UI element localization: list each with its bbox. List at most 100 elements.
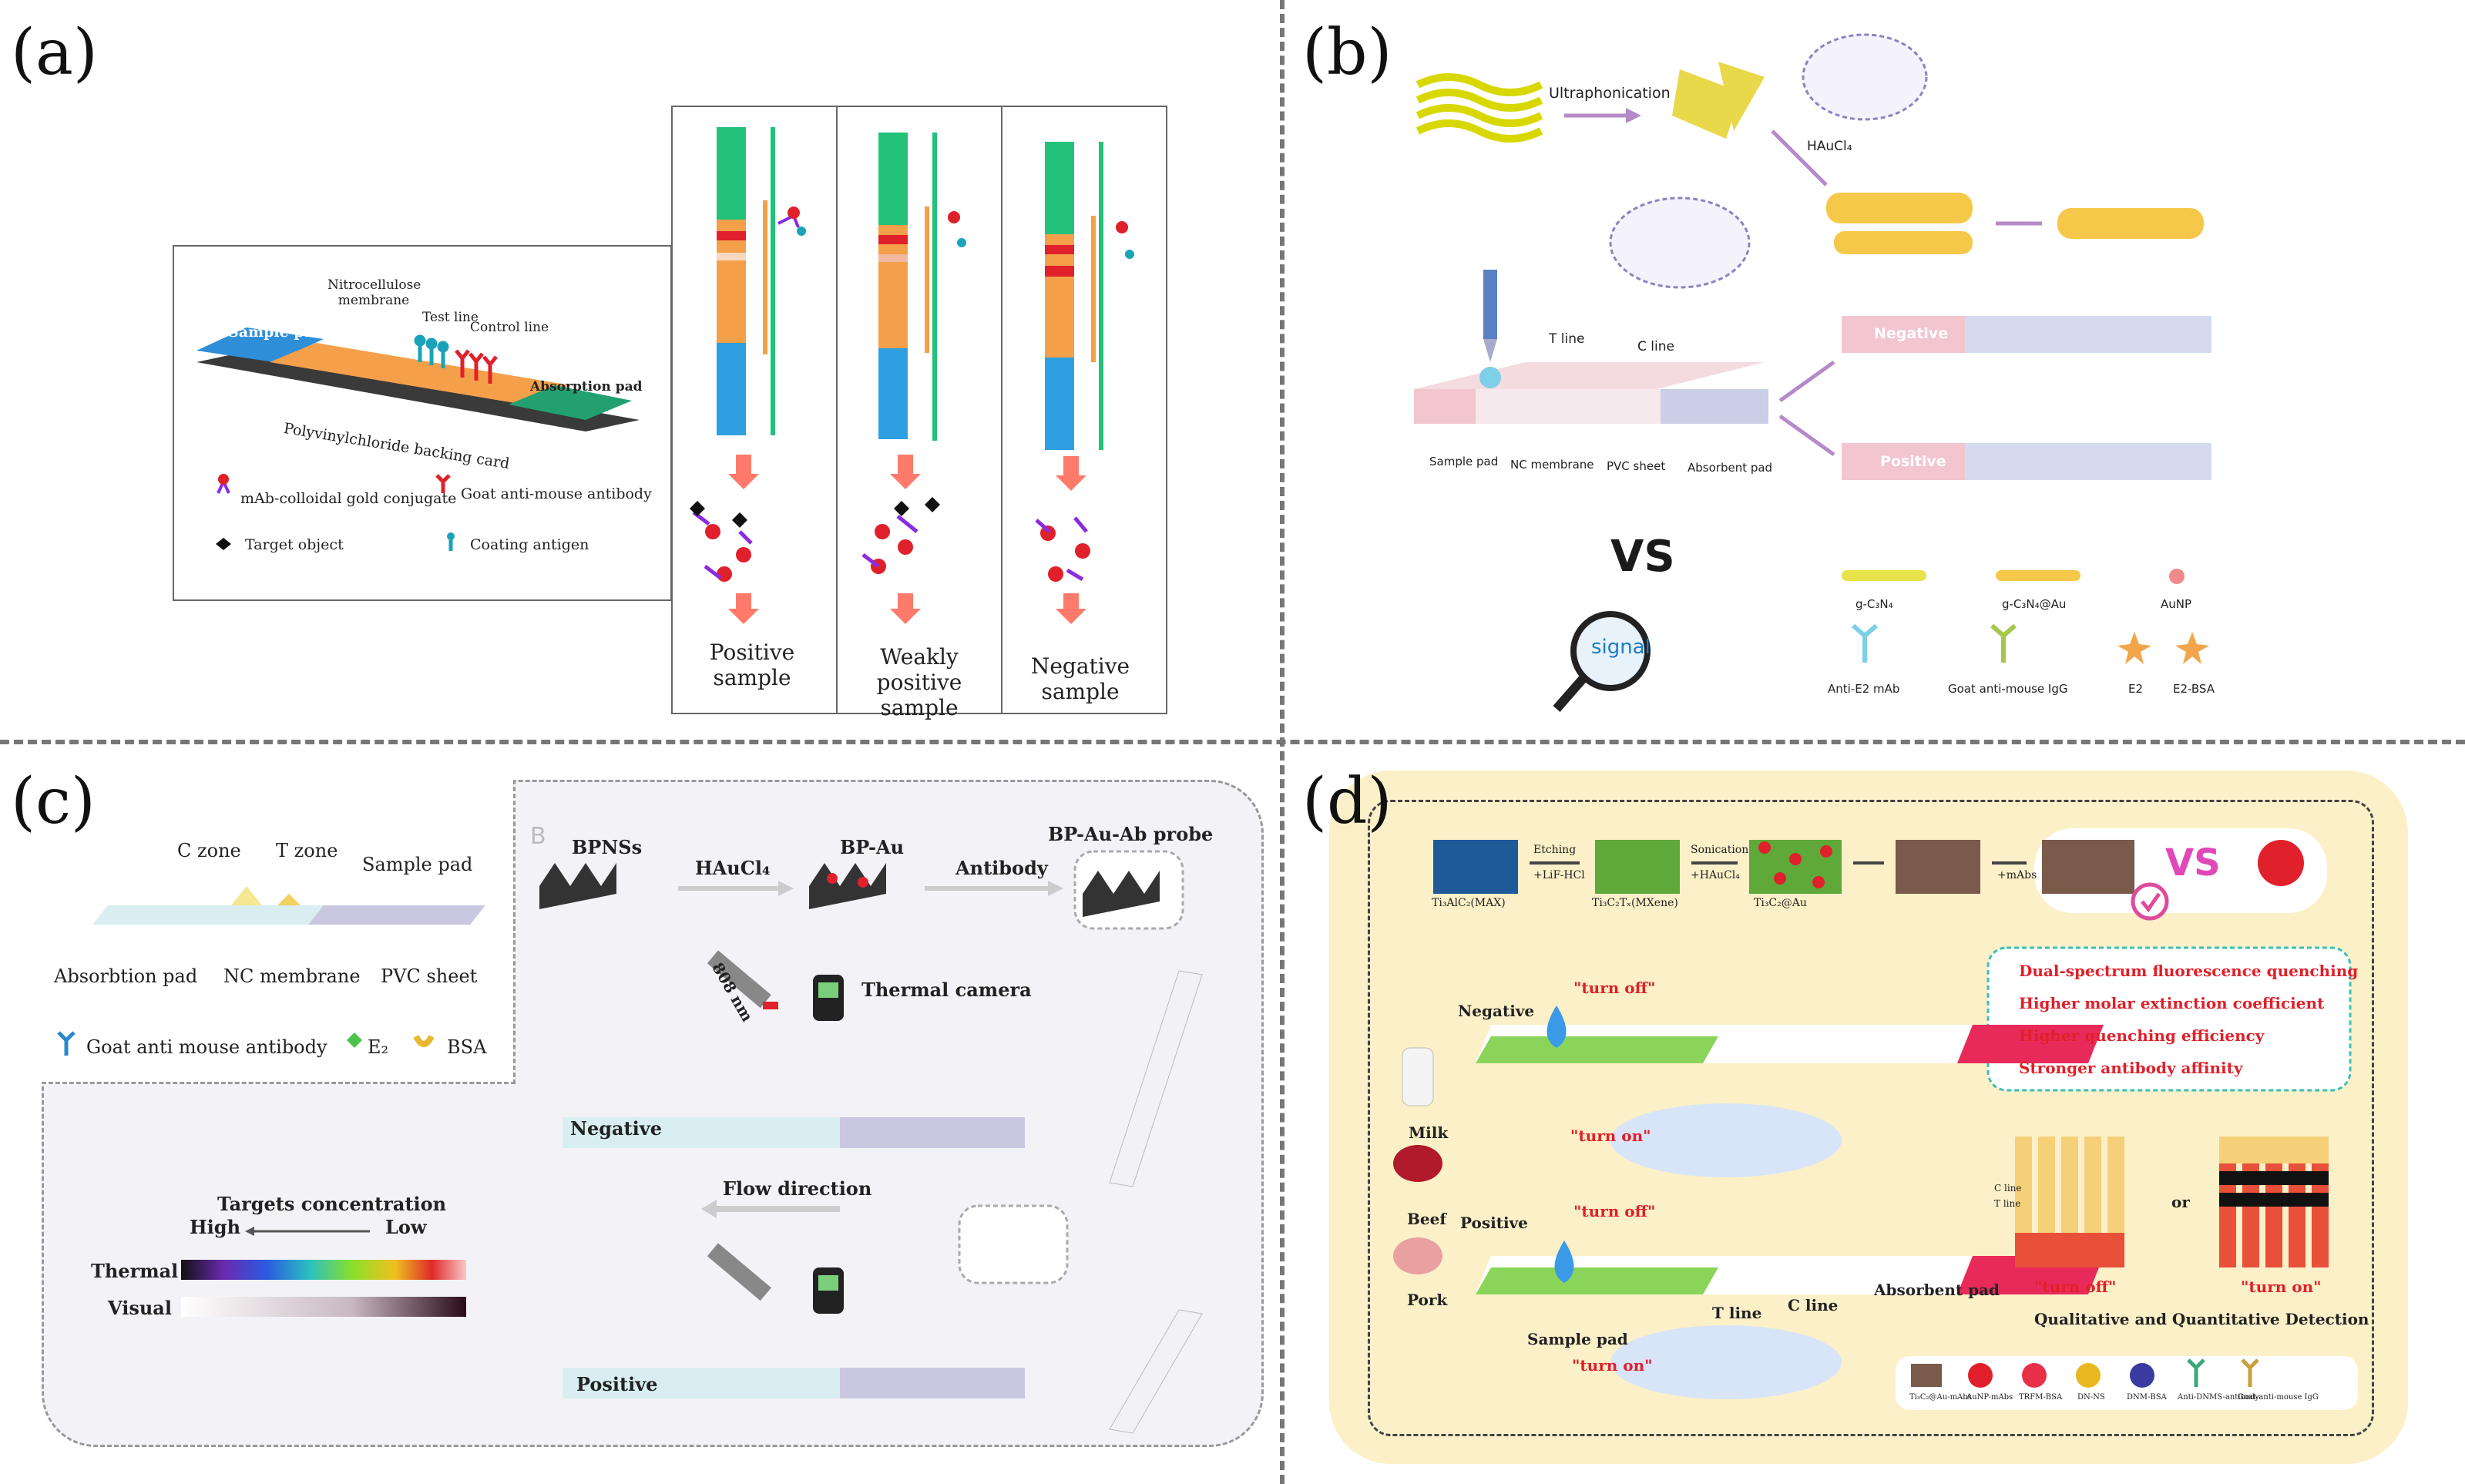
lif-hcl-label: +LiF-HCl: [1533, 869, 1585, 881]
gcn-au-row1: [1826, 193, 1973, 254]
magnifier-icon: [1570, 611, 1651, 691]
b-vs-label: VS: [1610, 532, 1675, 582]
bp-au-label: BP-Au: [840, 836, 905, 858]
visual-scale-bar: [181, 1297, 466, 1317]
legend-coating-icon: [447, 532, 455, 551]
b-negative-label: Negative: [1874, 325, 1949, 342]
visual-label: Visual: [108, 1297, 172, 1319]
c-haucl4-label: HAuCl₄: [695, 857, 771, 879]
c-legend-goat-label: Goat anti mouse antibody: [86, 1036, 327, 1058]
turn-on-strips: [2219, 1137, 2329, 1267]
turn-off-strips: [2015, 1137, 2124, 1267]
pork-icon: [1393, 1237, 1442, 1274]
legend-target-label: Target object: [245, 536, 344, 553]
d-legend-box: [1896, 1356, 2358, 1410]
flow-direction-arrow: [717, 1206, 840, 1212]
panel-a-letter: (a): [11, 16, 98, 89]
c-positive-camera: [813, 1267, 844, 1314]
legend-aunp-shape: [2169, 569, 2185, 584]
c-nc-membrane-label: NC membrane: [223, 965, 361, 987]
membrane-shape: [270, 343, 570, 405]
d-legend-6: Anti-DNMS-antibody: [2178, 1393, 2259, 1402]
positive-drop: [1554, 1241, 1574, 1283]
legend-conjugate-icon: [217, 474, 230, 494]
c-tilted-strip-1: [1109, 970, 1203, 1187]
absorption-pad-shape: [509, 385, 632, 420]
legend-goat-igg-label: Goat anti-mouse IgG: [1948, 682, 2068, 696]
advantage-3: Higher quenching efficiency: [2019, 1026, 2265, 1045]
d-positive-label: Positive: [1460, 1214, 1528, 1232]
b-positive-label: Positive: [1880, 453, 1946, 470]
c-tilted-strip-2: [1109, 1309, 1203, 1434]
or-label: or: [2171, 1193, 2190, 1211]
c-legend-e2-icon: [347, 1032, 362, 1048]
negative-sample-caption: Negative sample: [1030, 653, 1130, 704]
thermal-scale-bar: [181, 1260, 466, 1280]
etching-label: Etching: [1533, 844, 1577, 856]
bpnss-label: BPNSs: [572, 836, 643, 858]
zoom-bubble-top: [1802, 33, 1928, 121]
negative-turn-off-label: "turn off": [1573, 979, 1656, 997]
signal-label: signal: [1591, 636, 1651, 659]
thermal-camera-label: Thermal camera: [861, 979, 1032, 1001]
low-label: Low: [385, 1216, 427, 1238]
c-pvc-sheet-label: PVC sheet: [381, 965, 478, 987]
results-turn-off-label: "turn off": [2034, 1278, 2117, 1296]
sonication-label: Sonication: [1691, 844, 1749, 856]
aunp-mabs-ball: [2258, 840, 2304, 886]
c-legend-bsa-label: BSA: [447, 1036, 487, 1058]
thermal-label: Thermal: [91, 1260, 179, 1282]
negative-turn-on-label: "turn on": [1570, 1126, 1651, 1145]
max-label: Ti₃AlC₂(MAX): [1432, 897, 1506, 909]
legend-gcn-shape: [1842, 570, 1926, 581]
c-positive-laser: [707, 1243, 771, 1301]
d-haucl4-label: +HAuCl₄: [1691, 869, 1740, 881]
max-block: [1433, 840, 1518, 894]
test-line-label: Test line: [422, 310, 479, 325]
milk-icon: [1402, 1047, 1434, 1106]
probe-label: BP-Au-Ab probe: [1048, 823, 1214, 845]
legend-anti-e2-label: Anti-E2 mAb: [1828, 682, 1900, 696]
beef-icon: [1393, 1145, 1442, 1182]
legend-e2bsa-label: E2-BSA: [2173, 682, 2215, 696]
legend-gcn-label: g-C₃N₄: [1855, 597, 1893, 611]
positive-zoom: [1610, 1325, 1842, 1399]
beef-label: Beef: [1407, 1210, 1446, 1228]
pork-label: Pork: [1407, 1291, 1448, 1309]
weakly-positive-molecules: [861, 497, 940, 624]
panel-c-letter: (c): [11, 765, 96, 838]
d-legend-4: DN-NS: [2077, 1393, 2105, 1402]
b-pvc-sheet-label: PVC sheet: [1607, 459, 1666, 473]
d-legend-5: DNM-BSA: [2127, 1393, 2167, 1402]
panel-d-frame: [1368, 800, 2374, 1436]
legend-anti-e2-icon: [1852, 623, 1878, 663]
b-t-line-label: T line: [1549, 331, 1585, 347]
d-legend-2: AuNP-mAbs: [1966, 1393, 2013, 1402]
c-legend-goat-icon: [57, 1031, 76, 1056]
panel-d-letter: (d): [1302, 765, 1392, 838]
c-zone-label: C zone: [177, 840, 241, 861]
legend-gcnau-shape: [1996, 570, 2080, 581]
gcn-nanosheets: [1672, 62, 1765, 139]
positive-zoom: [958, 1204, 1069, 1284]
backing-card-shape: [196, 351, 640, 431]
c-positive-label: Positive: [576, 1373, 658, 1395]
legend-e2-label: E2: [2128, 682, 2144, 696]
c-positive-strip: [563, 1368, 840, 1398]
milk-label: Milk: [1409, 1123, 1449, 1142]
c-legend-e2-label: E₂: [368, 1036, 389, 1058]
b-sample-pad-label: Sample pad: [1429, 455, 1499, 468]
test-line-antigens: [414, 334, 449, 368]
legend-e2-icon: [2117, 632, 2151, 664]
results-turn-on-label: "turn on": [2241, 1278, 2322, 1296]
b-strip-top: [1414, 362, 1765, 389]
check-icon: [2131, 882, 2169, 921]
d-vs-label: VS: [2165, 841, 2221, 885]
legend-goat-antibody-label: Goat anti-mouse antibody: [461, 485, 652, 502]
c-sample-pad-label: Sample pad: [362, 854, 473, 875]
d-t-line-label: T line: [1712, 1304, 1762, 1322]
legend-goat-igg-icon: [1990, 623, 2017, 663]
nitrocellulose-label: Nitrocellulose membrane: [327, 277, 421, 308]
advantage-4: Stronger antibody affinity: [2019, 1059, 2243, 1077]
